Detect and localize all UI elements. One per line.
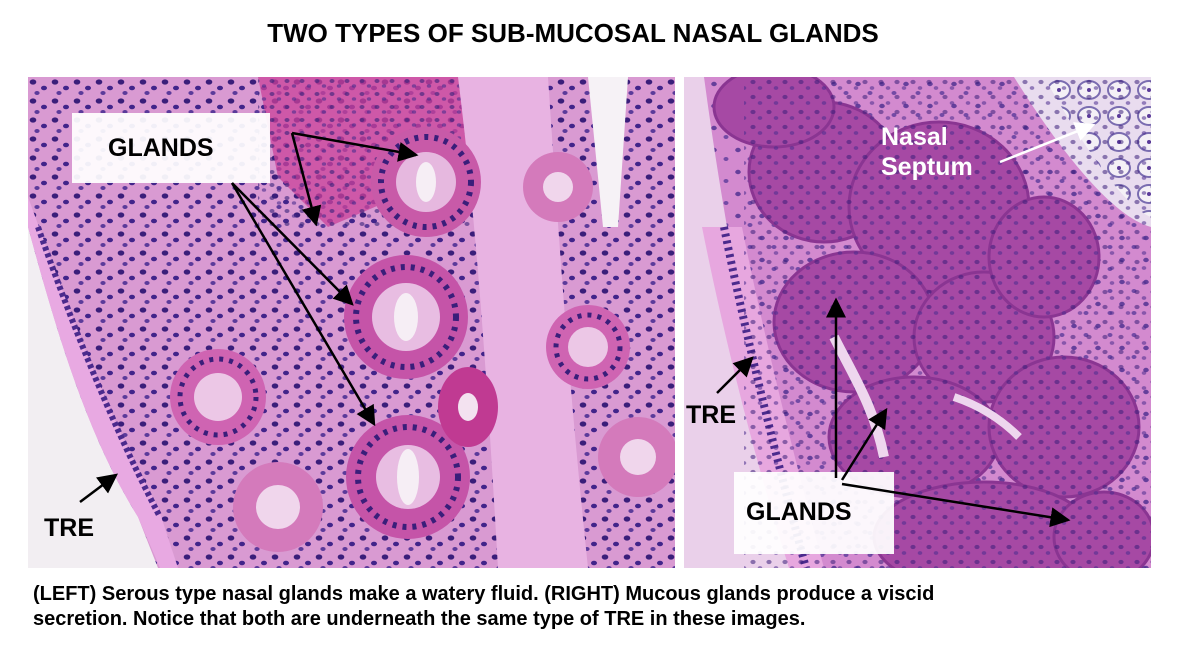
figure-title: TWO TYPES OF SUB-MUCOSAL NASAL GLANDS [267, 18, 879, 48]
right-micrograph: Nasal Septum TRE GLANDS [684, 77, 1151, 568]
right-glands-label: GLANDS [746, 498, 852, 526]
right-tre-label: TRE [686, 401, 736, 429]
nasal-septum-line2: Septum [881, 153, 973, 181]
left-tre-label: TRE [44, 514, 94, 542]
caption-line-2: secretion. Notice that both are undernea… [33, 608, 806, 630]
figure-caption: (LEFT) Serous type nasal glands make a w… [33, 582, 1153, 632]
left-glands-label: GLANDS [108, 134, 214, 162]
left-micrograph: GLANDS TRE [28, 77, 675, 568]
nasal-septum-label: Nasal Septum [881, 122, 973, 182]
nasal-septum-line1: Nasal [881, 123, 948, 151]
glands-label-box [72, 113, 270, 183]
caption-line-1: (LEFT) Serous type nasal glands make a w… [33, 583, 935, 605]
